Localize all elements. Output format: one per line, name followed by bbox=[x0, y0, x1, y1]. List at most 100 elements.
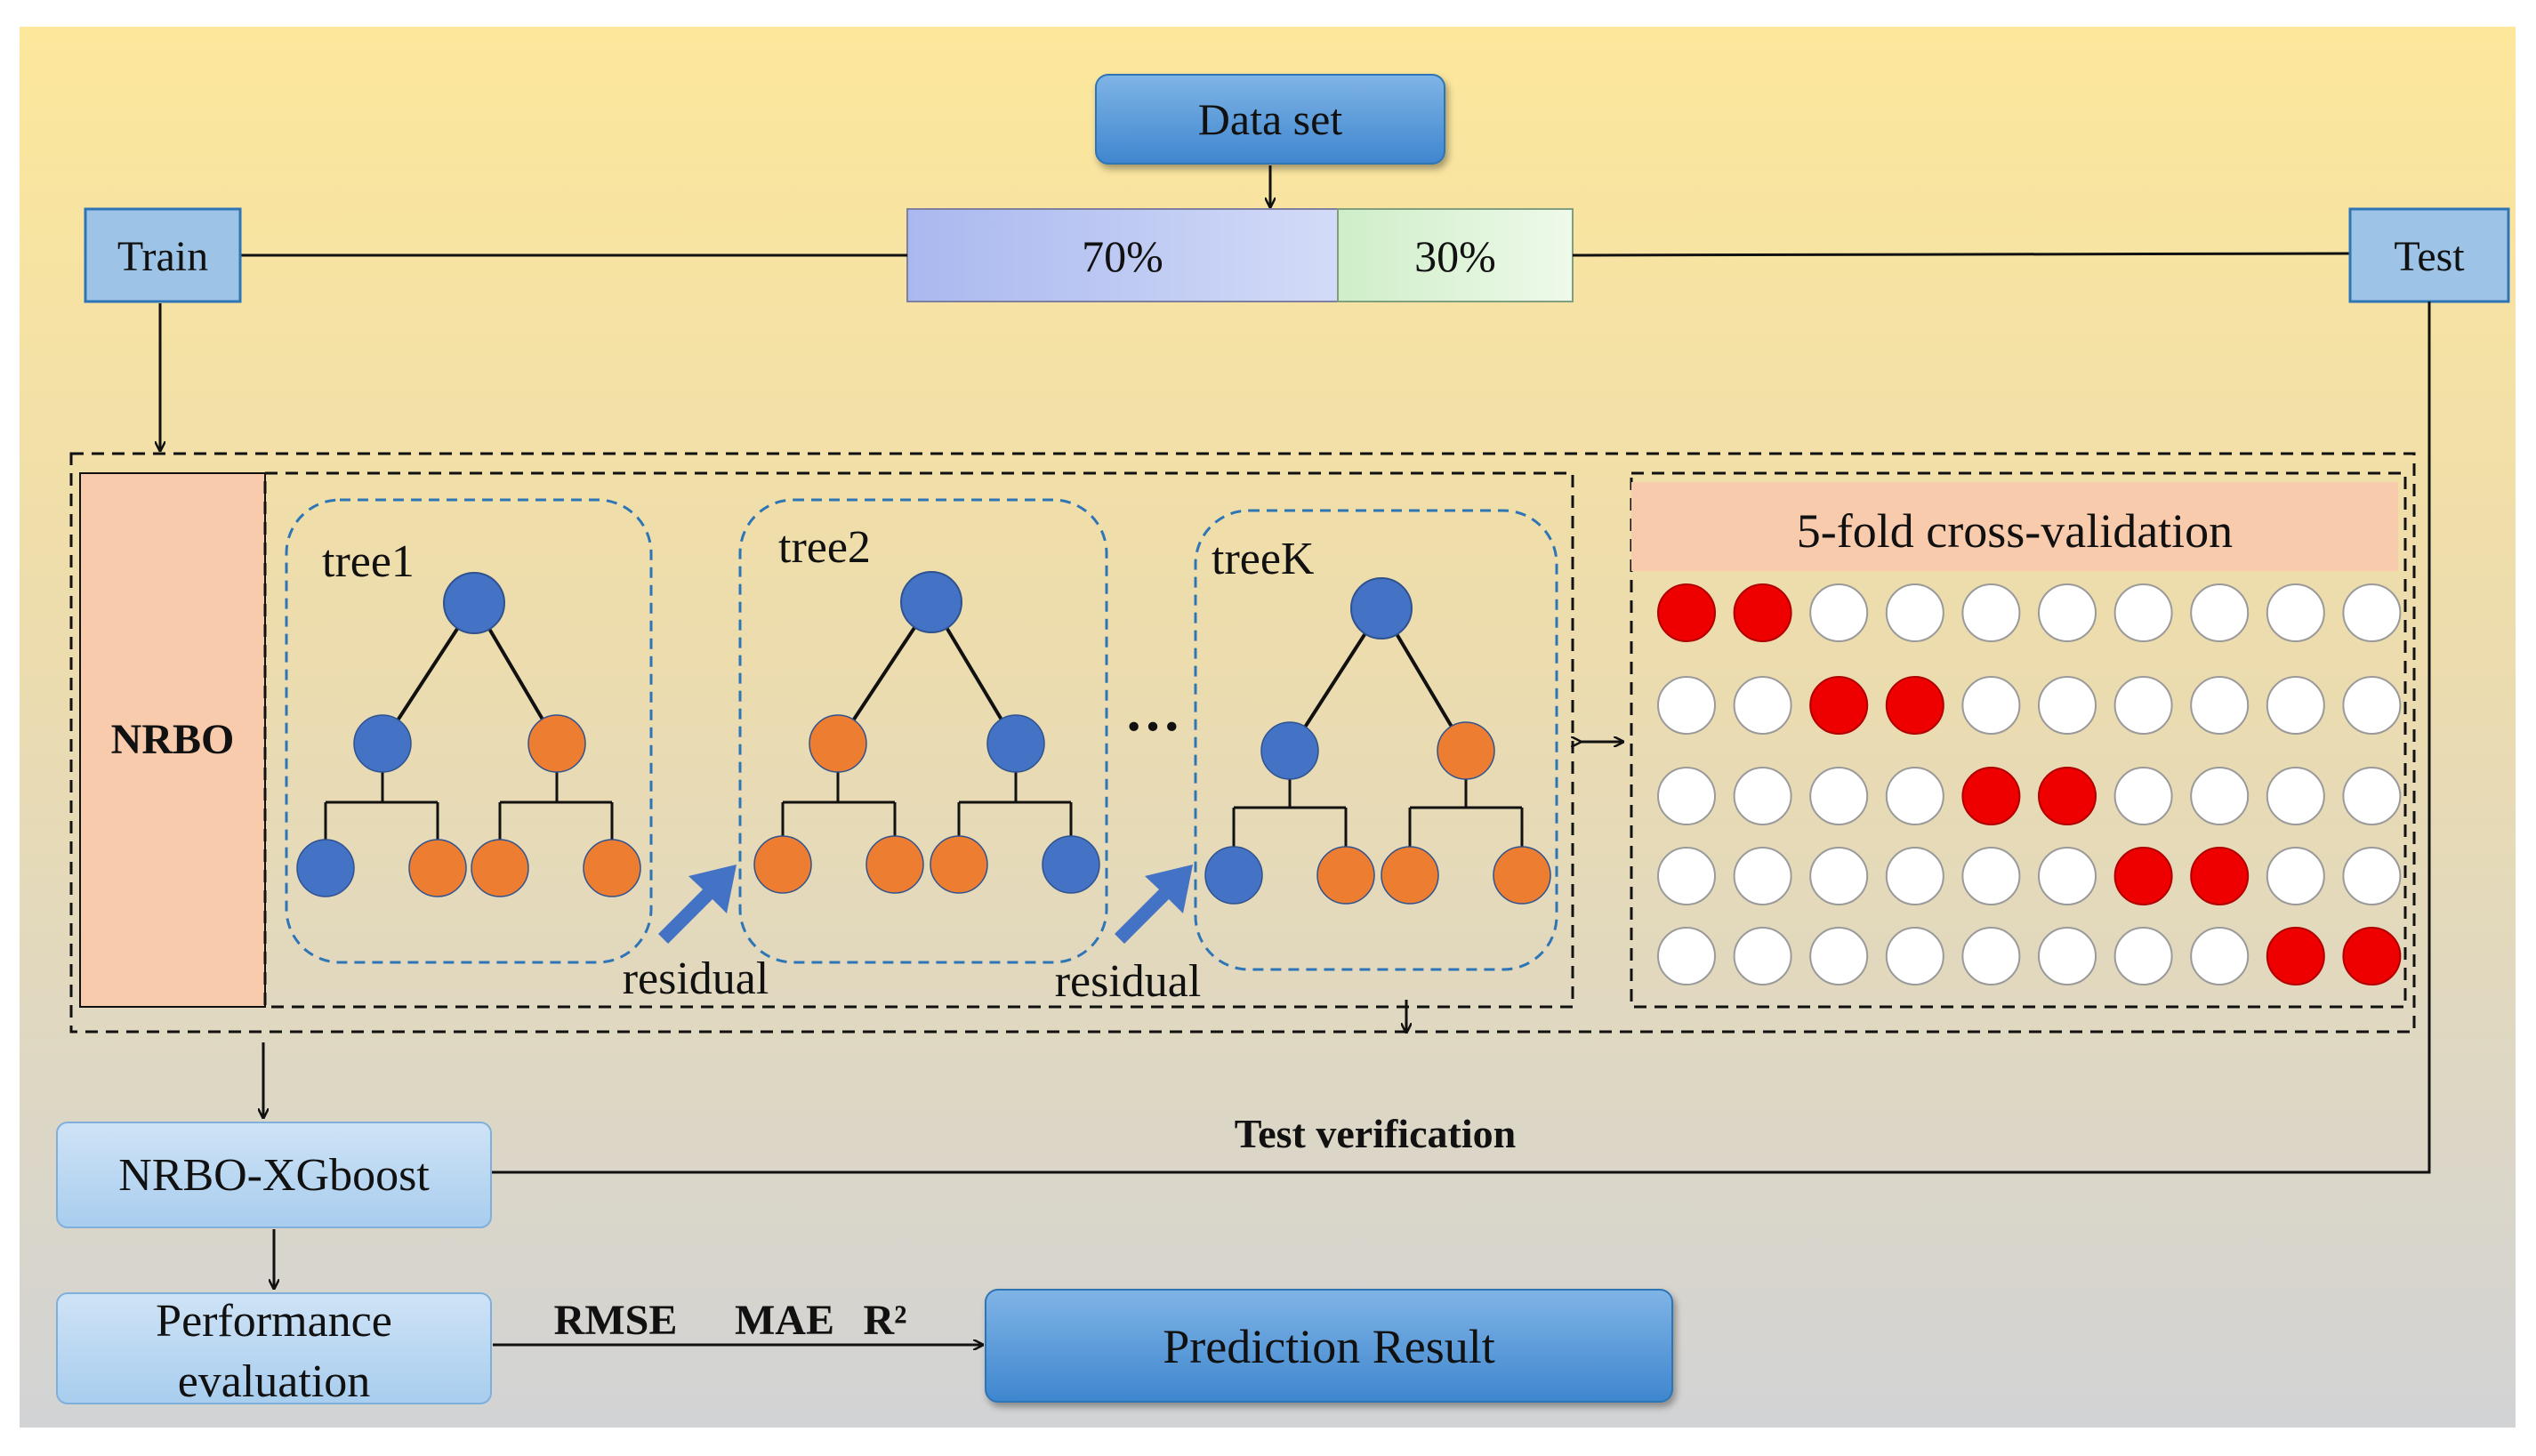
validation-fold-dot bbox=[1733, 583, 1792, 642]
residual-label-1: residual bbox=[623, 953, 769, 1004]
nrbo-xgboost-box: NRBO-XGboost bbox=[56, 1122, 492, 1228]
tree-internal-node bbox=[1260, 721, 1319, 780]
residual-arrow-2 bbox=[1115, 865, 1193, 944]
test-split-label: 30% bbox=[1414, 231, 1496, 281]
tree-leaf-node bbox=[1381, 846, 1439, 905]
training-fold-dot bbox=[1885, 767, 1944, 825]
residual-arrow-1 bbox=[658, 865, 737, 944]
training-fold-dot bbox=[1885, 847, 1944, 905]
train-label: Train bbox=[117, 233, 208, 280]
training-fold-dot bbox=[1657, 847, 1716, 905]
tree-container bbox=[285, 498, 653, 964]
tree-leaf-node bbox=[296, 839, 355, 897]
training-fold-dot bbox=[1809, 767, 1869, 825]
validation-fold-dot bbox=[1657, 583, 1716, 642]
training-fold-dot bbox=[2113, 583, 2173, 642]
cross-validation-header bbox=[1631, 482, 2398, 571]
training-fold-dot bbox=[2266, 847, 2325, 905]
metric-mae: MAE bbox=[735, 1297, 834, 1344]
tree-3: treeK bbox=[1194, 509, 1558, 971]
tree-root-node bbox=[900, 571, 962, 633]
test-box: Test bbox=[2348, 207, 2510, 303]
training-fold-dot bbox=[2342, 767, 2402, 825]
tree-leaf-node bbox=[1042, 835, 1100, 894]
validation-fold-dot bbox=[2190, 847, 2250, 905]
tree-container bbox=[1194, 509, 1558, 971]
training-fold-dot bbox=[1961, 847, 2021, 905]
tree-leaf-node bbox=[1204, 846, 1263, 905]
training-fold-dot bbox=[2190, 583, 2250, 642]
training-fold-dot bbox=[2038, 927, 2097, 985]
train-box: Train bbox=[84, 207, 242, 303]
training-fold-dot bbox=[2038, 583, 2097, 642]
training-fold-dot bbox=[1657, 767, 1716, 825]
training-fold-dot bbox=[1733, 927, 1792, 985]
training-fold-dot bbox=[2342, 583, 2402, 642]
training-fold-dot bbox=[1733, 847, 1792, 905]
tree-leaf-node bbox=[1493, 846, 1551, 905]
prediction-result-label: Prediction Result bbox=[1163, 1320, 1494, 1373]
tree-leaf-node bbox=[583, 839, 641, 897]
validation-fold-dot bbox=[1961, 767, 2021, 825]
training-fold-dot bbox=[2038, 676, 2097, 735]
tree-leaf-node bbox=[408, 839, 467, 897]
split-bar: 70% 30% bbox=[906, 208, 1574, 302]
model-training-module bbox=[69, 452, 2416, 1034]
training-fold-dot bbox=[2113, 927, 2173, 985]
training-fold-dot bbox=[2113, 767, 2173, 825]
tree-1: tree1 bbox=[285, 498, 653, 964]
training-fold-dot bbox=[2342, 847, 2402, 905]
data-set-box: Data set bbox=[1095, 74, 1445, 165]
validation-fold-dot bbox=[1885, 676, 1944, 735]
training-fold-dot bbox=[2190, 927, 2250, 985]
train-split-label: 70% bbox=[1082, 231, 1163, 281]
training-fold-dot bbox=[2266, 676, 2325, 735]
training-fold-dot bbox=[1961, 927, 2021, 985]
residual-label-2: residual bbox=[1055, 956, 1202, 1007]
test-split-segment bbox=[1337, 208, 1574, 302]
tree-internal-node bbox=[527, 714, 586, 773]
metric-r2: R² bbox=[863, 1297, 906, 1344]
ellipsis: ··· bbox=[1124, 695, 1181, 758]
nrbo-label: NRBO bbox=[111, 716, 235, 763]
tree-2: tree2 bbox=[738, 498, 1108, 964]
validation-fold-dot bbox=[1809, 676, 1869, 735]
test-label: Test bbox=[2394, 233, 2465, 280]
trees-group: tree1 tree2 treeK bbox=[285, 498, 1558, 971]
training-fold-dot bbox=[1733, 676, 1792, 735]
tree-label: tree2 bbox=[778, 522, 871, 573]
tree-internal-node bbox=[986, 714, 1045, 773]
validation-fold-dot bbox=[2342, 927, 2402, 985]
nrbo-xgboost-label: NRBO-XGboost bbox=[118, 1150, 430, 1201]
training-fold-dot bbox=[1885, 583, 1944, 642]
tree-container bbox=[738, 498, 1108, 964]
training-fold-dot bbox=[2342, 676, 2402, 735]
training-fold-dot bbox=[2190, 676, 2250, 735]
data-set-label: Data set bbox=[1198, 94, 1343, 144]
cross-validation-title: 5-fold cross-validation bbox=[1797, 504, 2233, 558]
training-fold-dot bbox=[1809, 583, 1869, 642]
performance-label-line2: evaluation bbox=[178, 1356, 371, 1407]
validation-fold-dot bbox=[2266, 927, 2325, 985]
test-verification-line bbox=[491, 302, 2431, 1174]
tree-internal-node bbox=[1437, 721, 1495, 780]
training-fold-dot bbox=[1657, 927, 1716, 985]
tree-label: treeK bbox=[1212, 534, 1315, 584]
tree-internal-node bbox=[353, 714, 412, 773]
tree-root-node bbox=[443, 572, 505, 634]
training-fold-dot bbox=[1733, 767, 1792, 825]
training-fold-dot bbox=[1885, 927, 1944, 985]
training-fold-dot bbox=[2266, 583, 2325, 642]
training-fold-dot bbox=[1809, 847, 1869, 905]
training-fold-dot bbox=[2113, 676, 2173, 735]
training-fold-dot bbox=[1657, 676, 1716, 735]
tree-label: tree1 bbox=[322, 536, 415, 587]
metric-rmse: RMSE bbox=[554, 1297, 678, 1344]
cross-validation-grid bbox=[1657, 583, 2402, 985]
prediction-result-box: Prediction Result bbox=[985, 1289, 1673, 1403]
nrbo-box: NRBO bbox=[79, 472, 266, 1008]
test-connector bbox=[1572, 252, 2351, 257]
performance-evaluation-box: Performance evaluation bbox=[56, 1292, 492, 1407]
performance-label-line1: Performance bbox=[156, 1296, 392, 1347]
